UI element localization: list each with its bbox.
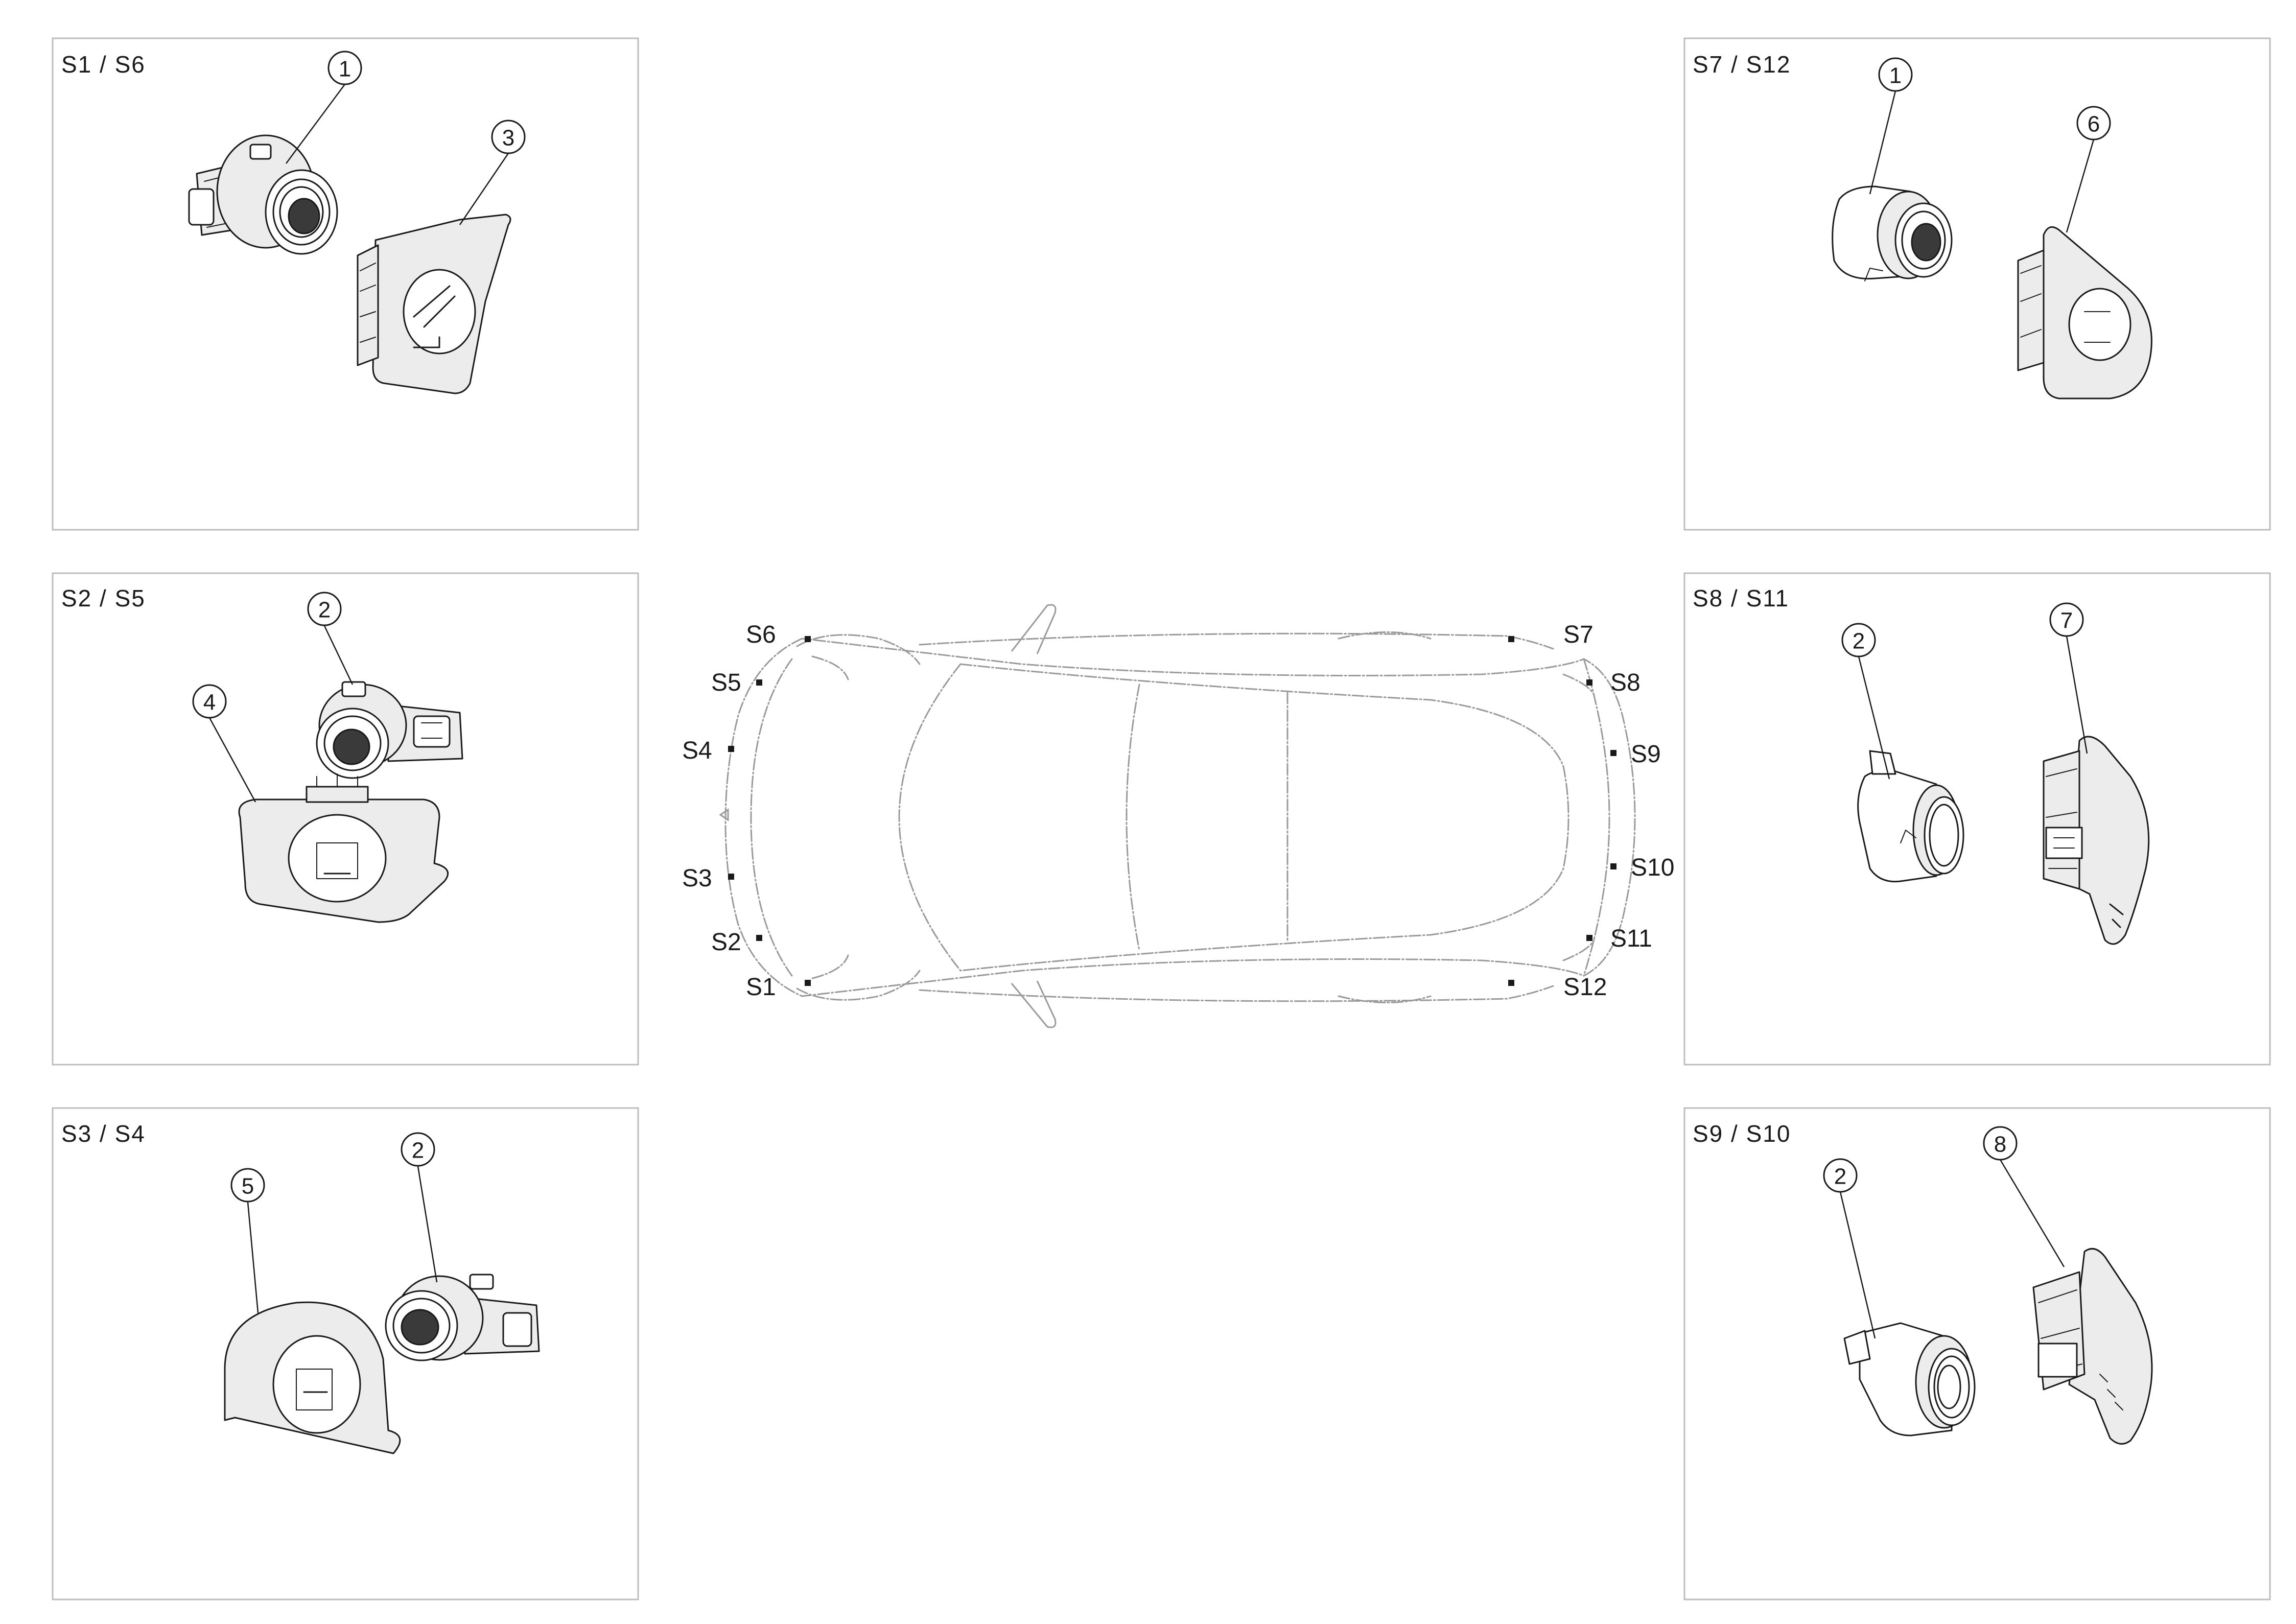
svg-text:1: 1 — [1889, 63, 1902, 88]
car-top-view-icon — [719, 604, 1636, 1028]
callout-4: 4 — [192, 684, 256, 803]
sensor-bezel-bracket-icon — [2032, 1248, 2153, 1445]
callout-1: 1 — [285, 51, 362, 164]
svg-text:S10: S10 — [1631, 854, 1674, 881]
sensor-marker-s5: S5 — [711, 669, 762, 696]
panel-title: S8 / S11 — [1693, 585, 1789, 611]
svg-text:S6: S6 — [746, 621, 776, 648]
parking-sensor-icon — [188, 134, 338, 255]
svg-text:S2: S2 — [711, 929, 741, 956]
panel-s3-s4: S3 / S4 5 2 — [52, 1107, 639, 1601]
svg-text:2: 2 — [1853, 629, 1865, 654]
sensor-marker-s3: S3 — [682, 865, 734, 892]
panel-title: S3 / S4 — [61, 1120, 146, 1147]
panel-s2-s5: S2 / S5 2 4 — [52, 572, 639, 1066]
panel-frame — [52, 1107, 639, 1601]
callout-2: 2 — [401, 1132, 438, 1283]
svg-text:1: 1 — [339, 57, 351, 82]
svg-text:8: 8 — [1994, 1132, 2006, 1157]
callout-7: 7 — [2049, 602, 2088, 754]
parking-sensor-icon — [1832, 185, 1953, 281]
parking-sensor-icon — [1843, 1322, 1976, 1437]
car-sensor-markers: S1 S2 S3 S4 S5 S6 S7 S8 — [682, 621, 1674, 1001]
callout-2: 2 — [307, 592, 354, 685]
parking-sensor-icon — [1857, 750, 1964, 883]
panel-frame — [52, 37, 639, 531]
callout-8: 8 — [1983, 1126, 2065, 1267]
svg-text:5: 5 — [242, 1174, 254, 1199]
panel-title: S9 / S10 — [1693, 1120, 1791, 1147]
panel-title: S2 / S5 — [61, 585, 146, 611]
callout-3: 3 — [459, 120, 526, 225]
sensor-marker-s8: S8 — [1586, 669, 1641, 696]
sensor-marker-s6: S6 — [746, 621, 811, 648]
panel-title: S1 / S6 — [61, 51, 146, 78]
sensor-marker-s12: S12 — [1508, 974, 1607, 1001]
svg-text:S8: S8 — [1610, 669, 1641, 696]
svg-text:7: 7 — [2060, 608, 2073, 633]
panel-frame — [1683, 1107, 2271, 1601]
sensor-marker-s7: S7 — [1508, 621, 1594, 648]
svg-text:S3: S3 — [682, 865, 712, 892]
sensor-bezel-bracket-icon — [224, 1301, 401, 1454]
svg-text:6: 6 — [2088, 112, 2100, 137]
callout-6: 6 — [2066, 106, 2111, 233]
panel-title: S7 / S12 — [1693, 51, 1791, 78]
sensor-bezel-bracket-icon — [357, 214, 511, 394]
panel-frame — [1683, 37, 2271, 531]
svg-text:3: 3 — [502, 126, 514, 151]
sensor-marker-s1: S1 — [746, 974, 811, 1001]
parking-sensor-icon — [385, 1274, 540, 1361]
svg-text:S4: S4 — [682, 737, 712, 764]
sensor-marker-s4: S4 — [682, 737, 734, 764]
panel-s9-s10: S9 / S10 2 8 — [1683, 1107, 2271, 1601]
callout-2: 2 — [1823, 1158, 1876, 1339]
sensor-marker-s9: S9 — [1610, 741, 1661, 768]
svg-text:S9: S9 — [1631, 741, 1661, 768]
parking-sensor-icon — [316, 681, 463, 779]
sensor-bezel-bracket-icon — [2043, 736, 2150, 945]
svg-text:S1: S1 — [746, 974, 776, 1001]
svg-text:4: 4 — [203, 690, 216, 715]
callout-1: 1 — [1869, 57, 1913, 195]
panel-s8-s11: S8 / S11 2 7 — [1683, 572, 2271, 1066]
svg-text:2: 2 — [318, 598, 331, 623]
panel-s1-s6: S1 / S6 1 — [52, 37, 639, 531]
sensor-bezel-bracket-icon — [238, 773, 449, 923]
sensor-marker-s10: S10 — [1610, 854, 1674, 881]
svg-text:S12: S12 — [1563, 974, 1607, 1001]
callout-5: 5 — [230, 1168, 265, 1313]
panel-frame — [52, 572, 639, 1066]
panel-s7-s12: S7 / S12 1 6 — [1683, 37, 2271, 531]
sensor-marker-s11: S11 — [1586, 925, 1652, 952]
svg-text:S5: S5 — [711, 669, 741, 696]
panel-frame — [1683, 572, 2271, 1066]
svg-text:2: 2 — [1834, 1164, 1846, 1189]
svg-text:2: 2 — [412, 1138, 424, 1163]
sensor-marker-s2: S2 — [711, 929, 762, 956]
svg-text:S11: S11 — [1610, 925, 1652, 952]
sensor-bezel-bracket-icon — [2017, 226, 2152, 399]
svg-text:S7: S7 — [1563, 621, 1594, 648]
callout-2: 2 — [1841, 623, 1890, 780]
